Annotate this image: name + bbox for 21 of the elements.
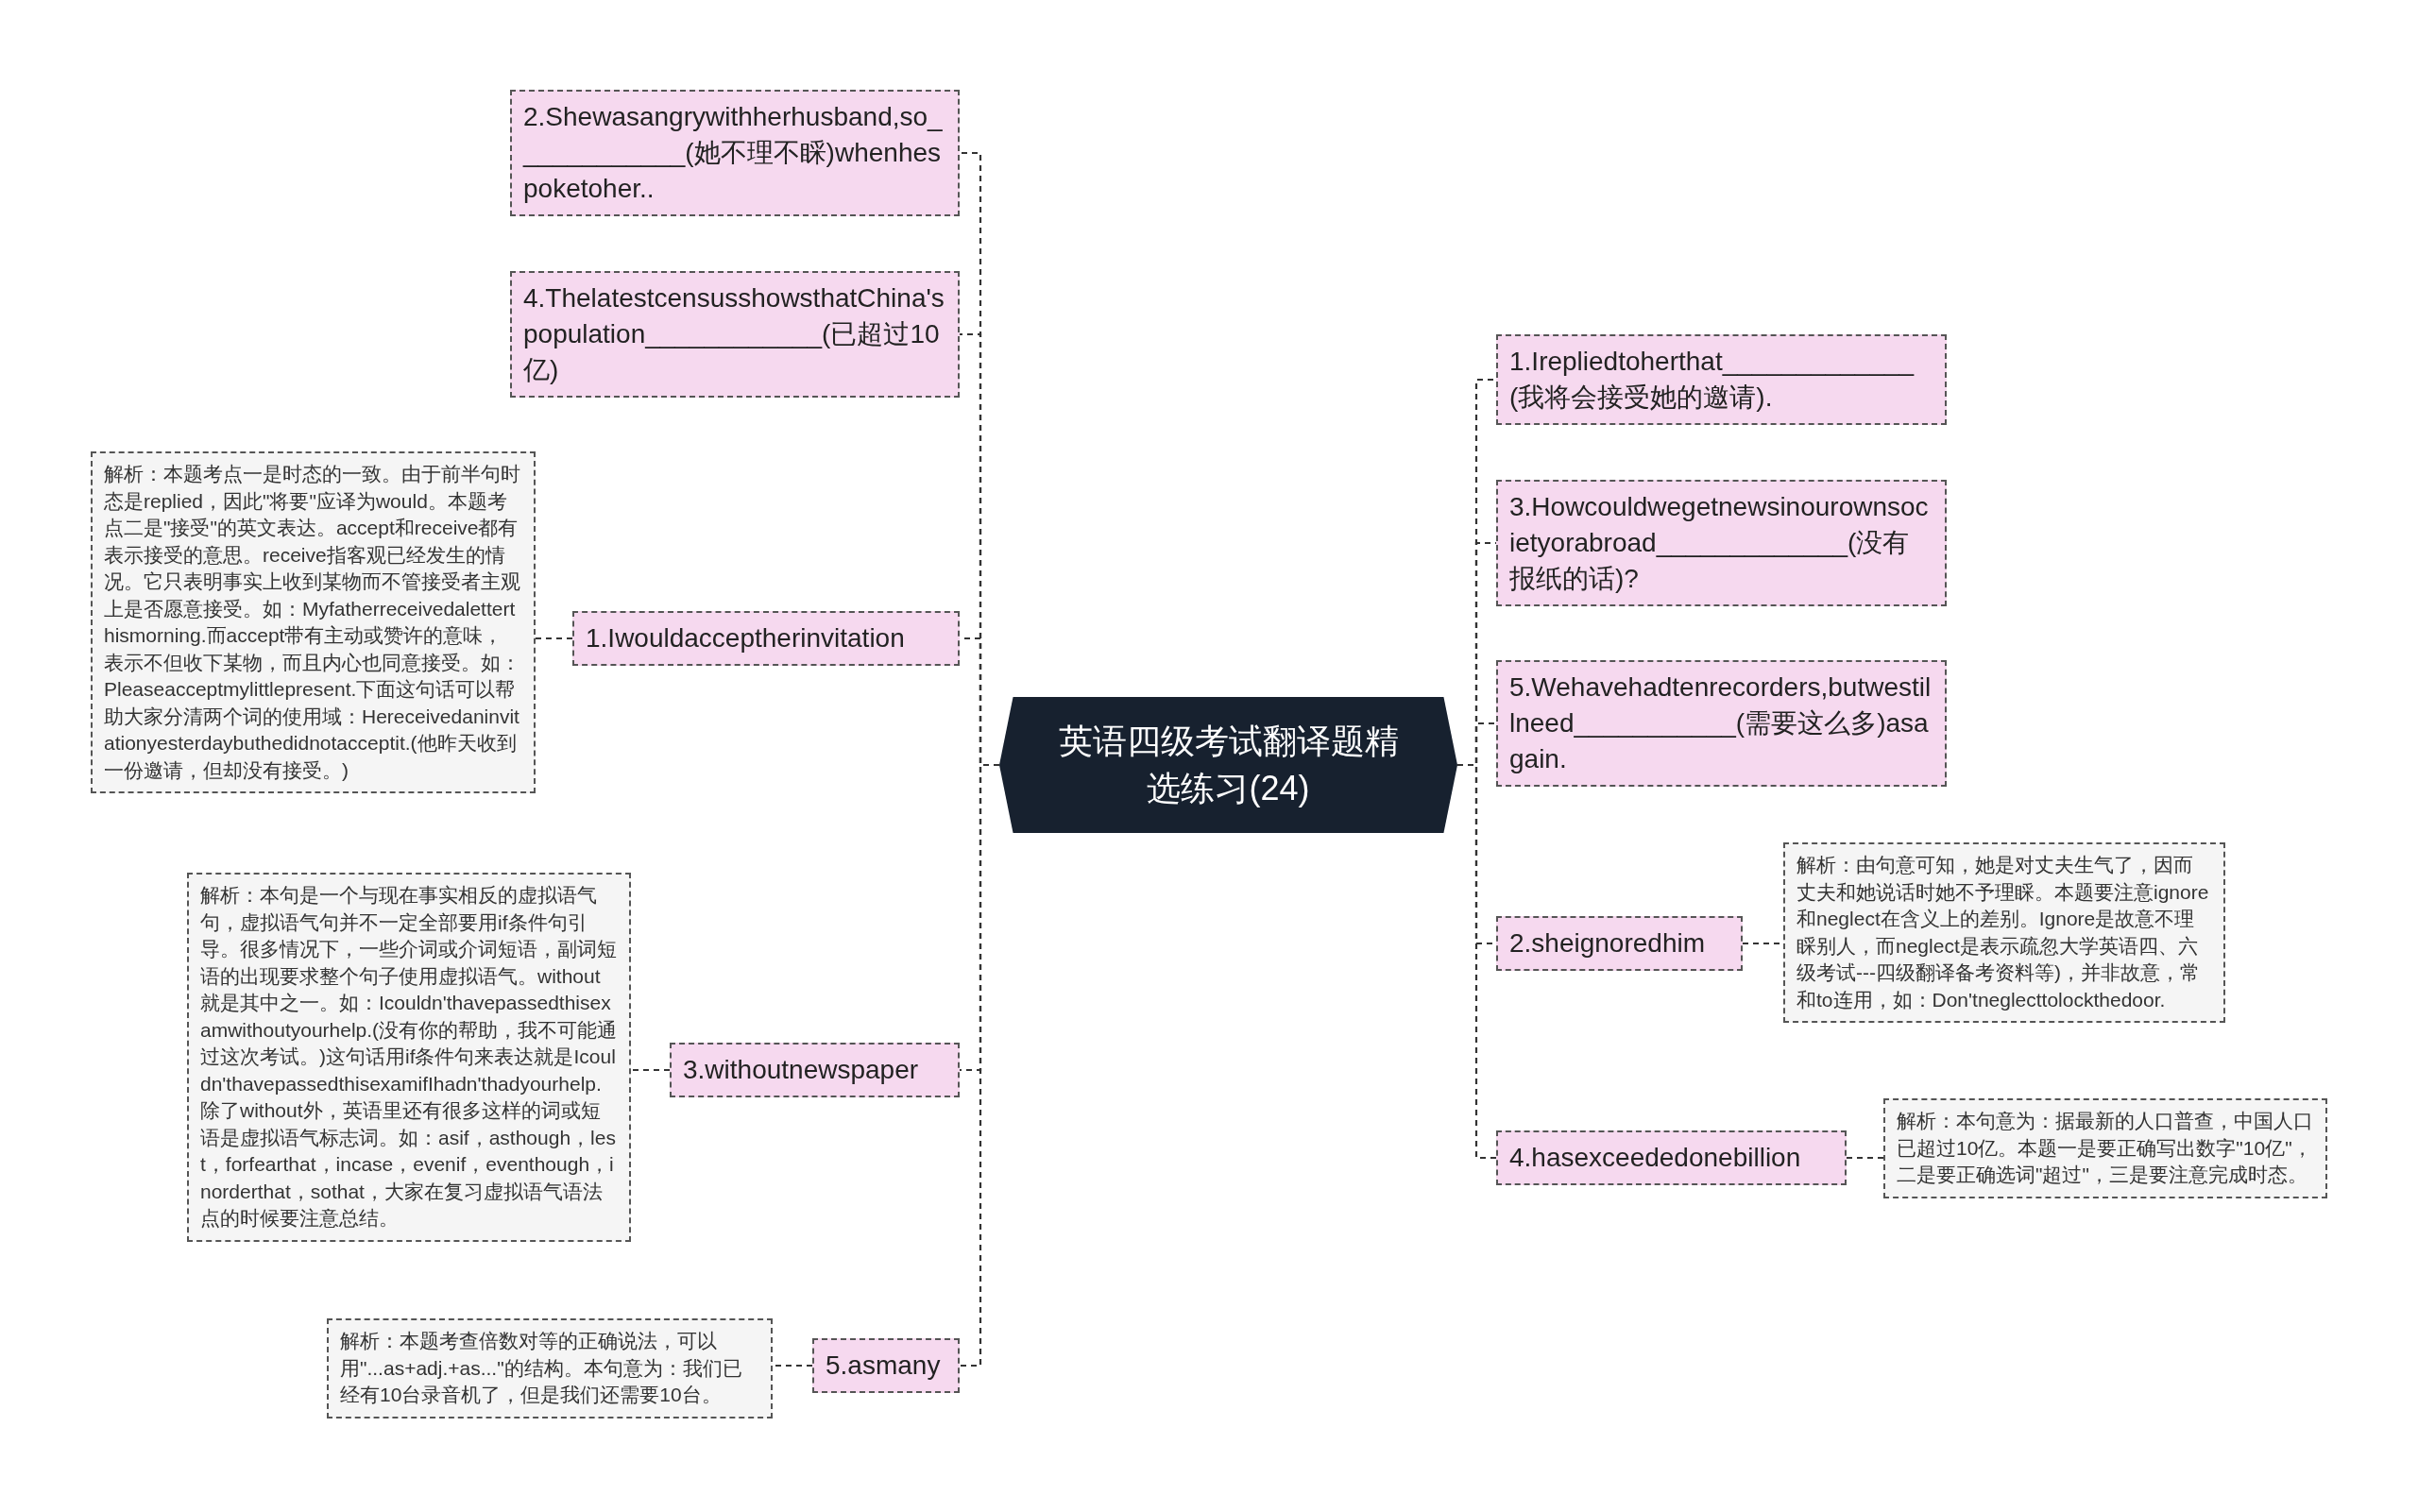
topic-box: 2.Shewasangrywithherhusband,so____________(她不理不睬)whenhespoketoher.. xyxy=(510,90,960,216)
connector-line xyxy=(1847,1156,1883,1160)
note-box: 解析：由句意可知，她是对丈夫生气了，因而丈夫和她说话时她不予理睬。本题要注意ignore和neglect在含义上的差别。Ignore是故意不理睬别人，而neglect是表示疏忽大学英语四、六级考试---四级翻译备考资料等)，并非故意，常和to连用，如：Don'tneglecttolockthedoor. xyxy=(1783,842,2225,1023)
topic-box: 5.asmany xyxy=(812,1338,960,1393)
topic-box: 5.Wehavehadtenrecorders,butwestillneed___________(需要这么多)asagain. xyxy=(1496,660,1947,787)
topic-box: 1.Iwouldacceptherinvitation xyxy=(572,611,960,666)
note-box: 解析：本题考点一是时态的一致。由于前半句时态是replied，因此"将要"应译为would。本题考点二是"接受"的英文表达。accept和receive都有表示接受的意思。receive指客观已经发生的情况。它只表明事实上收到某物而不管接受者主观上是否愿意接受。如：Myfatherreceivedaletterthismorning.而accept带有主动或赞许的意味，表示不但收下某物，而且内心也同意接受。如：Pleaseacceptmylittlepresent.下面这句话可以帮助大家分清两个词的使用域：Hereceivedaninvitationyesterdaybuthedidnotacceptit.(他昨天收到一份邀请，但却没有接受。) xyxy=(91,451,536,793)
note-box: 解析：本题考查倍数对等的正确说法，可以用"...as+adj.+as..."的结构。本句意为：我们已经有10台录音机了，但是我们还需要10台。 xyxy=(327,1318,773,1419)
connector-line xyxy=(536,637,572,640)
connector-line xyxy=(631,1068,670,1072)
topic-box: 4.hasexceededonebillion xyxy=(1496,1130,1847,1185)
note-box: 解析：本句意为：据最新的人口普查，中国人口已超过10亿。本题一是要正确写出数字"10亿"，二是要正确选词"超过"，三是要注意完成时态。 xyxy=(1883,1098,2327,1198)
central-topic: 英语四级考试翻译题精选练习(24) xyxy=(999,697,1457,833)
topic-box: 3.Howcouldwegetnewsinourownsocietyorabroad_____________(没有报纸的话)? xyxy=(1496,480,1947,606)
topic-box: 3.withoutnewspaper xyxy=(670,1043,960,1097)
connector-line xyxy=(1457,763,1496,1160)
connector-line xyxy=(773,1364,812,1368)
topic-box: 2.sheignoredhim xyxy=(1496,916,1743,971)
topic-box: 4.ThelatestcensusshowsthatChina'spopulation____________(已超过10亿) xyxy=(510,271,960,398)
note-box: 解析：本句是一个与现在事实相反的虚拟语气句，虚拟语气句并不一定全部要用if条件句引导。很多情况下，一些介词或介词短语，副词短语的出现要求整个句子使用虚拟语气。without就是其中之一。如：Icouldn'thavepassedthisexamwithoutyourhelp.(没有你的帮助，我不可能通过这次考试。)这句话用if条件句来表达就是Icouldn'thavepassedthisexamifIhadn'thadyourhelp.除了without外，英语里还有很多这样的词或短语是虚拟语气标志词。如：asif，asthough，lest，forfearthat，incase，evenif，eventhough，inorderthat，sothat，大家在复习虚拟语气语法点的时候要注意总结。 xyxy=(187,873,631,1242)
topic-box: 1.Irepliedtoherthat_____________(我将会接受她的邀请). xyxy=(1496,334,1947,425)
